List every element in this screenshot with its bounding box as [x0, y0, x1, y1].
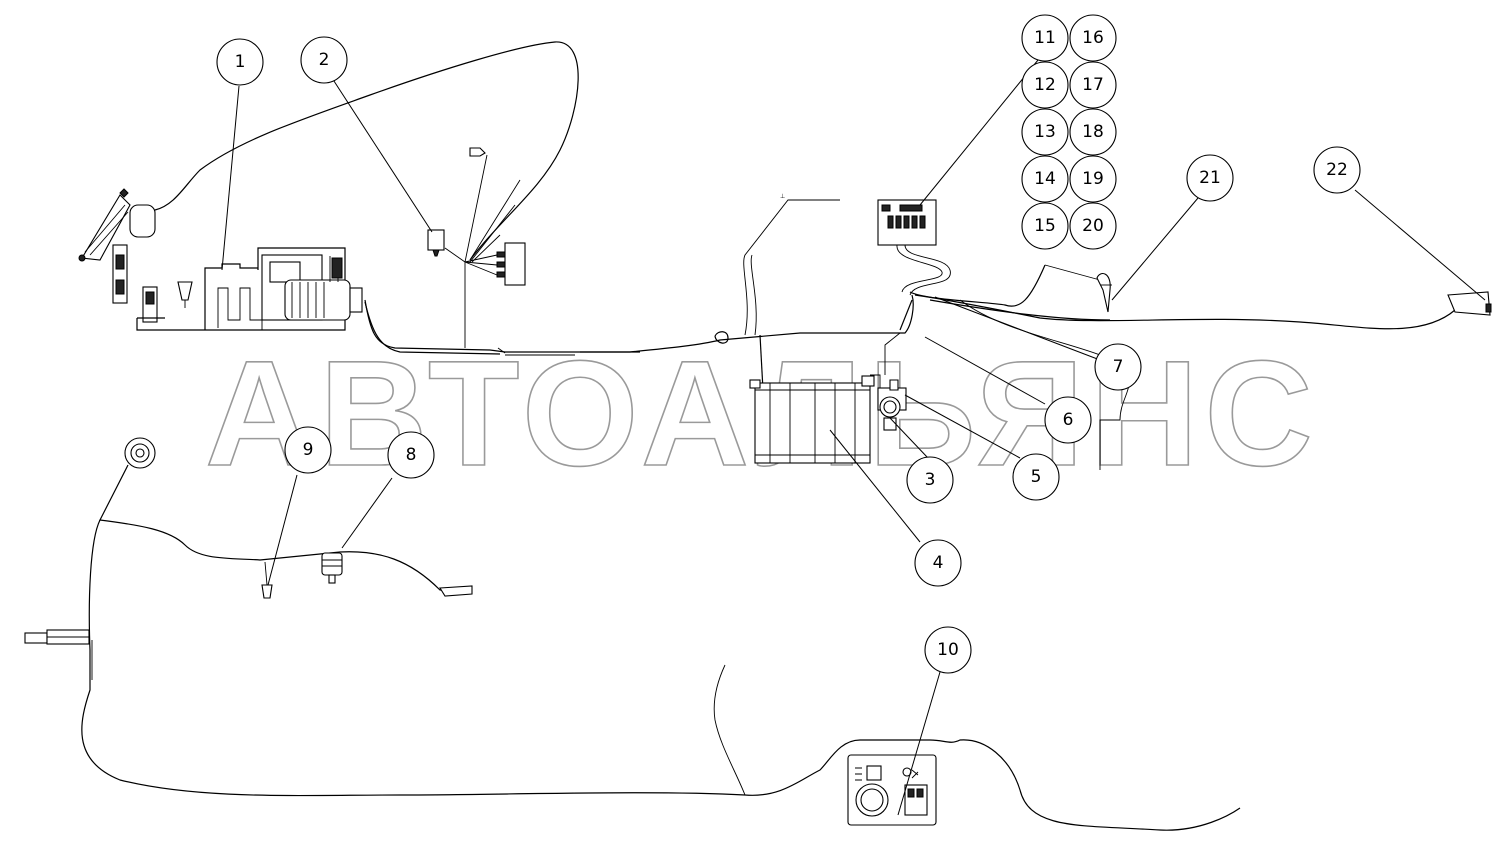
callout-4: 4 — [914, 539, 962, 587]
callout-5: 5 — [1012, 453, 1060, 501]
rear-lamp-bracket — [1096, 272, 1112, 313]
callout-1: 1 — [216, 38, 264, 86]
svg-text:22: 22 — [1326, 160, 1348, 180]
svg-text:11: 11 — [1034, 28, 1056, 48]
svg-text:1: 1 — [235, 52, 246, 72]
svg-text:15: 15 — [1034, 216, 1056, 236]
callout-19: 19 — [1069, 155, 1117, 203]
callout-10: 10 — [924, 626, 972, 674]
relay-bracket — [112, 244, 193, 323]
callout-18: 18 — [1069, 108, 1117, 156]
svg-text:10: 10 — [937, 640, 959, 660]
callout-14: 14 — [1021, 155, 1069, 203]
svg-text:20: 20 — [1082, 216, 1104, 236]
battery-switch — [877, 379, 907, 431]
svg-text:14: 14 — [1034, 169, 1056, 189]
svg-text:4: 4 — [933, 553, 944, 573]
temp-sensor-9 — [261, 561, 273, 599]
callout-16: 16 — [1069, 14, 1117, 62]
svg-text:13: 13 — [1034, 122, 1056, 142]
harness-note: ⊥ — [780, 193, 785, 200]
svg-text:12: 12 — [1034, 75, 1056, 95]
callout-20: 20 — [1069, 202, 1117, 250]
round-lamp — [124, 437, 156, 469]
instrument-panel — [847, 754, 937, 826]
callout-8: 8 — [387, 431, 435, 479]
rear-connector — [1447, 291, 1492, 316]
callout-3: 3 — [906, 456, 954, 504]
svg-text:8: 8 — [406, 445, 417, 465]
svg-text:6: 6 — [1063, 410, 1074, 430]
battery-assembly — [749, 332, 907, 464]
callout-12: 12 — [1021, 61, 1069, 109]
probe-connector — [439, 585, 473, 597]
svg-text:5: 5 — [1031, 467, 1042, 487]
upper-cable-loop — [154, 41, 579, 261]
callout-13: 13 — [1021, 108, 1069, 156]
svg-text:16: 16 — [1082, 28, 1104, 48]
pressure-sensor-8 — [321, 552, 343, 584]
svg-text:7: 7 — [1113, 357, 1124, 377]
callout-15: 15 — [1021, 202, 1069, 250]
callout-17: 17 — [1069, 61, 1117, 109]
svg-text:9: 9 — [303, 440, 314, 460]
relay-component-2 — [427, 229, 445, 251]
connector-block — [464, 242, 526, 286]
left-plug-connector — [24, 629, 90, 645]
callout-6: 6 — [1044, 396, 1092, 444]
starter-motor — [261, 254, 363, 321]
svg-text:17: 17 — [1082, 75, 1104, 95]
callout-21: 21 — [1186, 154, 1234, 202]
main-harness — [364, 294, 914, 353]
callout-22: 22 — [1313, 146, 1361, 194]
small-sensor-top — [469, 147, 486, 157]
callout-9: 9 — [284, 426, 332, 474]
callout-2: 2 — [300, 36, 348, 84]
svg-text:18: 18 — [1082, 122, 1104, 142]
fuse-box — [877, 199, 951, 296]
lower-harness — [99, 464, 460, 591]
svg-text:19: 19 — [1082, 169, 1104, 189]
headlamp-component — [78, 188, 156, 262]
callout-11: 11 — [1021, 14, 1069, 62]
svg-text:3: 3 — [925, 470, 936, 490]
callout-7: 7 — [1094, 343, 1142, 391]
svg-text:2: 2 — [319, 50, 330, 70]
svg-text:21: 21 — [1199, 168, 1221, 188]
